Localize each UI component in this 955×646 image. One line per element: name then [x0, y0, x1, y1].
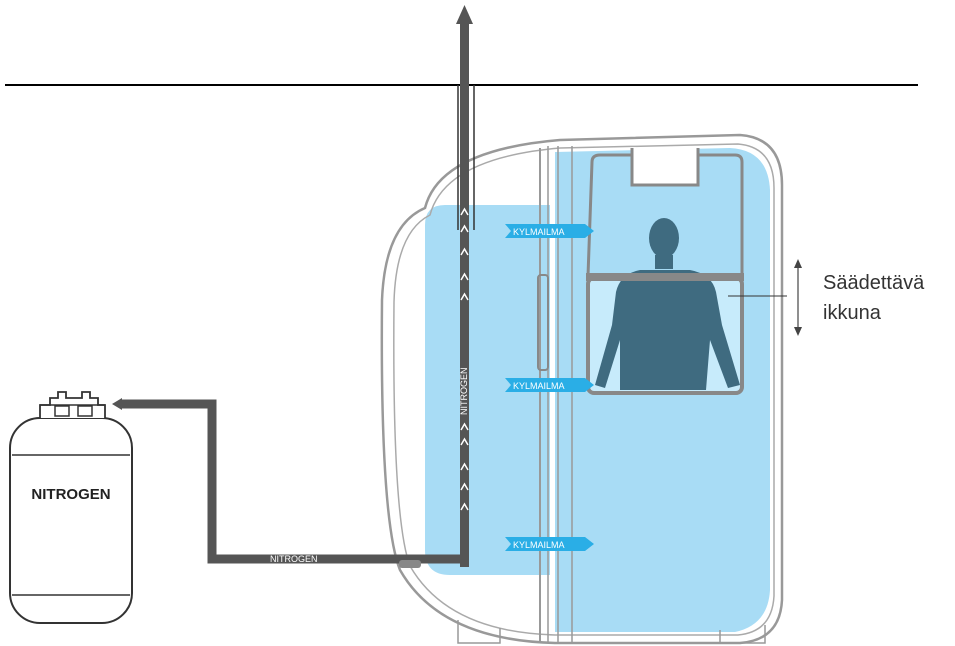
window-label-line1: Säädettävä [823, 272, 925, 294]
cabin-feet [719, 625, 766, 644]
cabin-inner-shell [393, 143, 775, 636]
svg-text:KYLMAILMA: KYLMAILMA [513, 227, 565, 237]
vertical-pipe-label: NITROGEN [459, 367, 469, 415]
person-silhouette [595, 218, 740, 390]
door-handle [537, 274, 549, 371]
cold-air-arrow: KYLMAILMA [505, 378, 594, 392]
exhaust-arrow [456, 5, 473, 24]
cold-air-zone-left [425, 205, 550, 575]
supply-pipe-arrow [112, 398, 122, 410]
pipe-connector [399, 560, 421, 568]
cabin-outer-shell [380, 133, 784, 645]
nitrogen-tank [9, 391, 133, 624]
horizontal-pipe-label: NITROGEN [270, 554, 318, 564]
supply-pipe [120, 399, 464, 564]
svg-text:KYLMAILMA: KYLMAILMA [513, 540, 565, 550]
window-adjust-arrow [794, 259, 802, 336]
cold-air-arrow: KYLMAILMA [505, 537, 594, 551]
tank-label: NITROGEN [31, 486, 110, 503]
upper-window-frame [586, 153, 744, 278]
window-label-line2: ikkuna [823, 302, 882, 324]
pipe-chevrons [460, 207, 469, 511]
headrest-notch [630, 148, 700, 187]
cold-air-arrow: KYLMAILMA [505, 224, 594, 238]
cabin-feet [457, 620, 501, 644]
window-shelf [586, 273, 744, 281]
svg-text:KYLMAILMA: KYLMAILMA [513, 381, 565, 391]
